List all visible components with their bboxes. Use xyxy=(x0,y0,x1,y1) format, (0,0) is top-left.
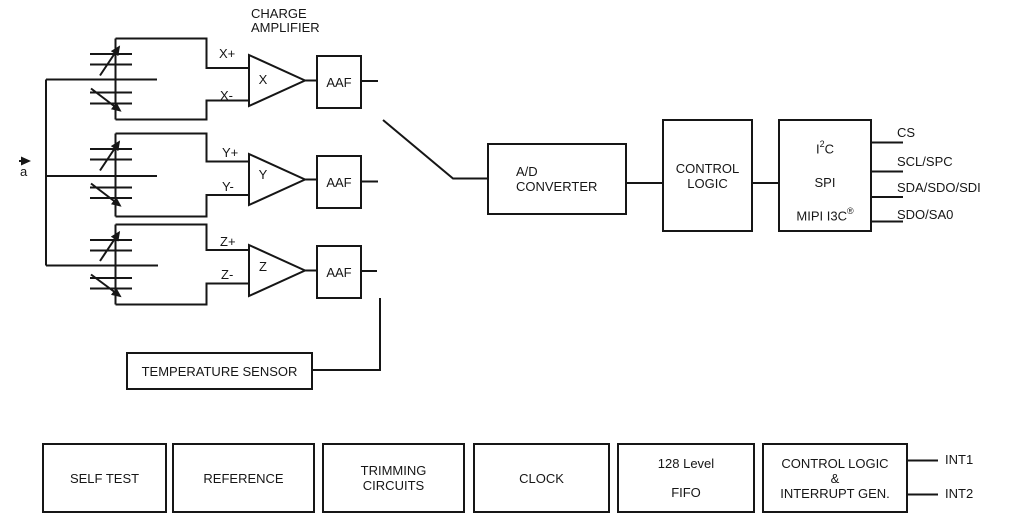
interface-i2c-label: I2C xyxy=(780,138,870,156)
mipi-base: MIPI I3C xyxy=(796,208,847,224)
i2c-tail: C xyxy=(824,141,835,157)
pin-label-int1: INT1 xyxy=(945,452,974,467)
i2c-superscript: 2 xyxy=(819,139,825,149)
temp-sensor-wire xyxy=(313,298,381,371)
self-test-label: SELF TEST xyxy=(69,470,140,486)
electrode-label-y-minus: Y- xyxy=(222,179,234,194)
clock-block: CLOCK xyxy=(473,443,610,513)
variable-capacitor-arrow-icon xyxy=(90,182,122,207)
pin-label-scl-spc: SCL/SPC xyxy=(897,154,953,169)
interface-mipi-label: MIPI I3C® xyxy=(780,205,870,223)
electrode-label-y-plus: Y+ xyxy=(222,145,239,160)
fifo-block: 128 Level FIFO xyxy=(617,443,755,513)
i2c-base: I xyxy=(815,141,820,157)
interface-pin-stubs xyxy=(872,141,903,223)
pin-label-int2: INT2 xyxy=(945,486,974,501)
electrode-label-z-plus: Z+ xyxy=(220,234,236,249)
variable-capacitor-arrow-icon xyxy=(90,87,122,112)
reference-label: REFERENCE xyxy=(203,470,284,486)
mems-cell-y xyxy=(90,132,249,218)
control-logic-interrupt-block: CONTROL LOGIC & INTERRUPT GEN. xyxy=(762,443,908,513)
variable-capacitor-arrow-icon xyxy=(99,45,121,77)
aaf-block-x: AAF xyxy=(316,55,362,109)
electrode-label-z-minus: Z- xyxy=(221,267,234,282)
adc-label-line1: A/D xyxy=(516,164,538,179)
amp-label-z: Z xyxy=(259,259,267,274)
electrode-label-x-minus: X- xyxy=(220,88,233,103)
aaf-label-z: AAF xyxy=(326,264,352,280)
mux-wire xyxy=(382,119,487,180)
charge-amplifier-triangles xyxy=(248,53,308,298)
trimming-label-line2: CIRCUITS xyxy=(362,478,425,493)
control-logic-block: CONTROL LOGIC xyxy=(662,119,753,232)
mems-cell-z xyxy=(90,223,249,306)
pin-label-sda-sdo-sdi: SDA/SDO/SDI xyxy=(897,180,981,195)
charge-amplifier-label-line1: CHARGE xyxy=(251,6,307,21)
ctrl-int-label-line1: CONTROL LOGIC xyxy=(781,455,889,471)
charge-amplifier-label-line2: AMPLIFIER xyxy=(251,20,320,35)
clock-label: CLOCK xyxy=(519,470,564,486)
aaf-block-y: AAF xyxy=(316,155,362,209)
amp-triangle-y xyxy=(248,152,308,207)
aaf-block-z: AAF xyxy=(316,245,362,299)
signal-wires xyxy=(305,79,778,371)
control-logic-label-line1: CONTROL xyxy=(675,160,740,176)
mems-cell-x xyxy=(90,37,249,121)
temperature-sensor-block: TEMPERATURE SENSOR xyxy=(126,352,313,390)
reference-block: REFERENCE xyxy=(172,443,315,513)
amp-triangle-z xyxy=(248,243,308,298)
interrupt-pin-stubs xyxy=(908,459,938,496)
pin-label-sdo-sa0: SDO/SA0 xyxy=(897,207,954,222)
registered-trademark-icon: ® xyxy=(846,206,854,216)
serial-interface-block: I2C SPI MIPI I3C® xyxy=(778,119,872,232)
amp-label-x: X xyxy=(258,72,268,87)
trimming-circuits-block: TRIMMING CIRCUITS xyxy=(322,443,465,513)
fifo-label-line2: FIFO xyxy=(671,485,701,500)
adc-label-line2: CONVERTER xyxy=(516,179,598,194)
electrode-label-x-plus: X+ xyxy=(219,46,236,61)
self-test-block: SELF TEST xyxy=(42,443,167,513)
common-electrode-bus xyxy=(45,78,158,267)
variable-capacitor-arrow-icon xyxy=(99,230,121,262)
interface-spi-label: SPI xyxy=(814,175,836,190)
amp-label-y: Y xyxy=(258,167,268,182)
fifo-label-line1: 128 Level xyxy=(657,456,715,471)
aaf-label-y: AAF xyxy=(326,174,352,190)
acceleration-label: a xyxy=(20,164,28,179)
trimming-label-line1: TRIMMING xyxy=(360,463,427,478)
charge-amplifier-label: CHARGE AMPLIFIER xyxy=(251,7,320,35)
variable-capacitor-arrow-icon xyxy=(99,140,121,172)
control-logic-label-line2: LOGIC xyxy=(687,175,728,191)
ctrl-int-label-line2: & xyxy=(830,470,840,486)
temperature-sensor-label: TEMPERATURE SENSOR xyxy=(141,363,298,379)
pin-label-cs: CS xyxy=(897,125,916,140)
adc-block: A/D CONVERTER xyxy=(487,143,627,215)
amp-triangle-x xyxy=(248,53,308,108)
ctrl-int-label-line3: INTERRUPT GEN. xyxy=(780,485,890,501)
aaf-label-x: AAF xyxy=(326,74,352,90)
variable-capacitor-arrow-icon xyxy=(90,273,122,298)
